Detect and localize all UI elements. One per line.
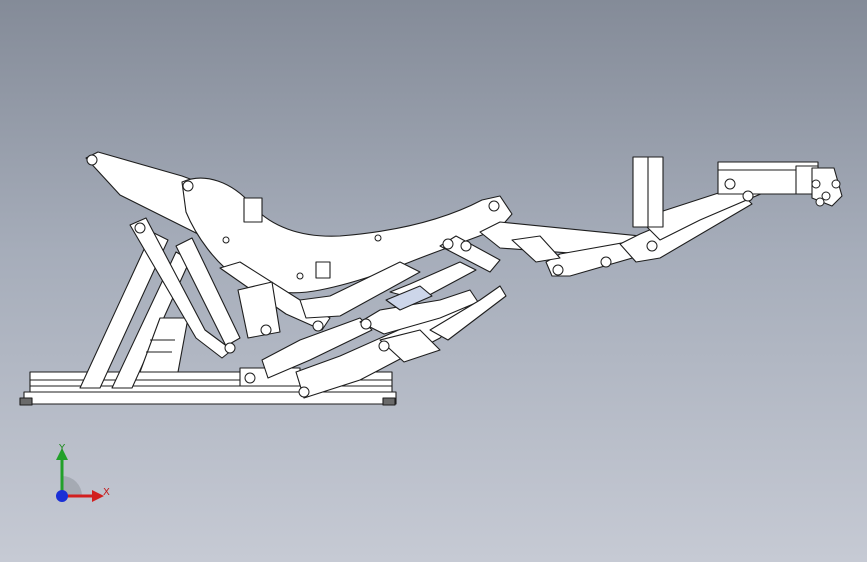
pivot-pins — [86, 154, 841, 398]
z-axis-icon — [56, 490, 68, 502]
y-arrow-icon — [56, 448, 68, 460]
footrest-bracket[interactable] — [632, 156, 843, 228]
coordinate-triad — [56, 448, 104, 502]
triad-plane-icon — [62, 476, 82, 496]
y-axis-label: Y — [59, 443, 66, 454]
x-axis-label: X — [103, 487, 110, 498]
rear-struts[interactable] — [79, 231, 191, 389]
x-arrow-icon — [92, 490, 104, 502]
